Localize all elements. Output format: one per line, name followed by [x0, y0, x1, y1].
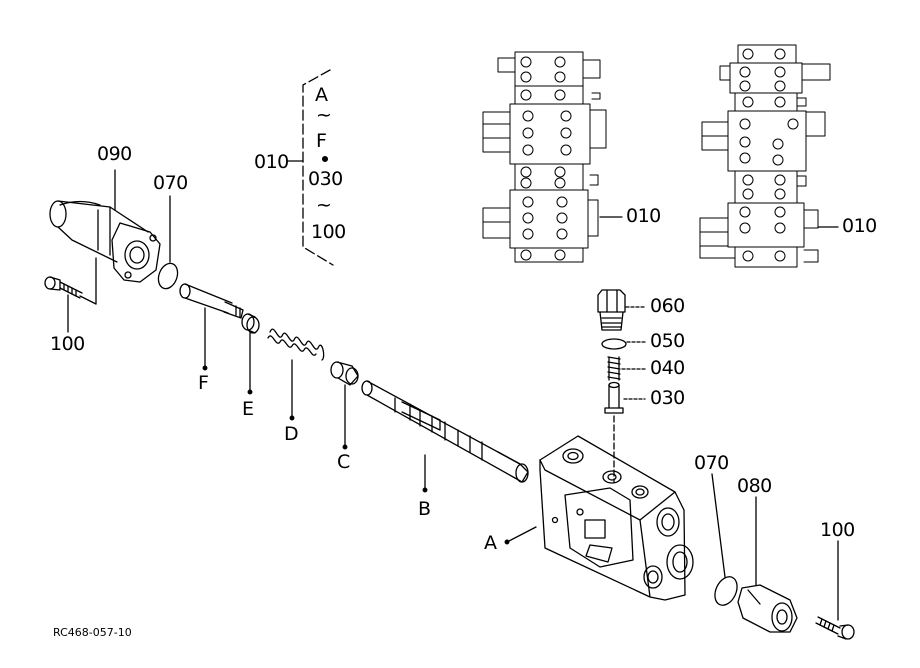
label-range-a: A	[315, 84, 328, 106]
inset-assembly-right	[699, 44, 831, 268]
inset-assembly-mid	[482, 51, 607, 263]
part-050-oring	[601, 338, 627, 350]
reference-code: RC468-057-10	[53, 626, 132, 639]
label-range-030: 030	[308, 168, 343, 190]
label-part-e: E	[242, 398, 254, 420]
label-part-100-right: 100	[820, 519, 855, 541]
label-part-090: 090	[97, 143, 132, 165]
label-range-tilde1: ~	[316, 104, 332, 126]
leader-070-right	[711, 473, 726, 578]
label-part-070-right: 070	[694, 452, 729, 474]
part-100-right-bolt	[815, 616, 855, 640]
label-part-030: 030	[650, 387, 685, 409]
dot-A	[504, 539, 510, 545]
part-E-collar	[241, 313, 260, 334]
part-100-left-bolt	[44, 276, 83, 299]
label-range-tilde2: ~	[316, 194, 332, 216]
part-030-poppet	[604, 381, 624, 414]
part-D-spring	[267, 328, 325, 361]
label-part-080: 080	[737, 475, 772, 497]
dot-E	[247, 389, 253, 395]
label-part-c: C	[337, 451, 350, 473]
label-part-f: F	[198, 372, 209, 394]
label-part-d: D	[284, 423, 299, 445]
part-070-left-oring	[157, 262, 179, 290]
part-A-housing	[539, 435, 694, 601]
label-range-f: F	[316, 130, 327, 152]
label-part-010-mid: 010	[626, 205, 661, 227]
label-part-040: 040	[650, 357, 685, 379]
label-range-100: 100	[311, 221, 346, 243]
leader-A	[506, 526, 537, 543]
range-bracket	[287, 69, 334, 266]
label-part-010-right: 010	[842, 215, 877, 237]
dot-F	[202, 365, 208, 371]
label-part-a: A	[484, 532, 497, 554]
label-part-070-left: 070	[153, 172, 188, 194]
dot-C	[342, 444, 348, 450]
part-080-cap	[737, 584, 798, 633]
label-part-060: 060	[650, 295, 685, 317]
dot-B	[422, 487, 428, 493]
part-B-spool	[361, 380, 529, 483]
dot-D	[289, 415, 295, 421]
part-090-body	[49, 200, 161, 305]
part-C-cap	[330, 361, 359, 386]
label-part-050: 050	[650, 330, 685, 352]
part-040-spring	[607, 356, 621, 381]
part-060-plug	[597, 289, 626, 331]
part-F-rod	[179, 283, 244, 319]
part-070-right-oring	[714, 576, 738, 606]
label-range-010: 010	[254, 151, 289, 173]
label-part-b: B	[418, 498, 431, 520]
label-part-100-left: 100	[50, 333, 85, 355]
